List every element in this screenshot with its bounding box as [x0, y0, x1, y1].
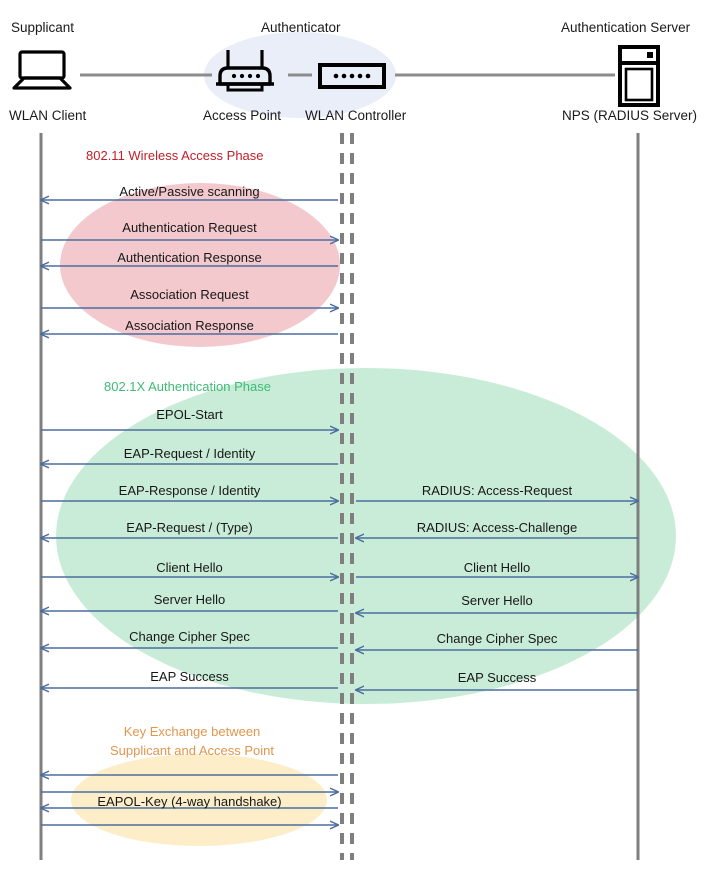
- message-label-m8: EAP-Response / Identity: [118, 483, 261, 498]
- phase-title-authentication: 802.1X Authentication Phase: [104, 379, 271, 394]
- laptop-icon: [12, 50, 72, 92]
- wireless-access-point-icon: [214, 48, 276, 94]
- key-exchange-phase-ellipse: [71, 754, 327, 846]
- message-label-m6: EPOL-Start: [156, 407, 223, 422]
- message-label-r3: Client Hello: [463, 560, 531, 575]
- server-rack-icon: [618, 45, 660, 107]
- phase-title-key-exchange-line1: Key Exchange between: [123, 724, 261, 739]
- message-label-r2: RADIUS: Access-Challenge: [416, 520, 578, 535]
- message-label-m16: EAPOL-Key (4-way handshake): [97, 794, 282, 809]
- message-label-m12: Change Cipher Spec: [129, 629, 250, 644]
- authentication-phase-ellipse: [56, 368, 676, 704]
- message-arrow-layer: [41, 200, 638, 825]
- wireless-access-phase-ellipse: [60, 183, 340, 347]
- network-switch-icon: [318, 62, 386, 90]
- message-label-r5: Change Cipher Spec: [436, 631, 558, 646]
- message-label-m2: Authentication Request: [122, 220, 257, 235]
- message-label-m5: Association Response: [125, 318, 254, 333]
- phase-title-wireless-access: 802.11 Wireless Access Phase: [86, 148, 264, 163]
- message-label-m11: Server Hello: [153, 592, 226, 607]
- phase-title-key-exchange: Key Exchange between Supplicant and Acce…: [97, 722, 287, 760]
- message-label-r1: RADIUS: Access-Request: [421, 483, 573, 498]
- actor-role-authentication-server: Authentication Server: [561, 20, 691, 35]
- message-label-r6: EAP Success: [457, 670, 537, 685]
- actor-role-supplicant: Supplicant: [11, 20, 75, 35]
- actor-name-wlan-client: WLAN Client: [9, 108, 87, 123]
- actor-role-authenticator: Authenticator: [261, 20, 341, 35]
- message-label-r4: Server Hello: [461, 593, 533, 608]
- message-label-m3: Authentication Response: [117, 250, 262, 265]
- actor-name-nps-radius-server: NPS (RADIUS Server): [562, 108, 698, 123]
- actor-name-access-point: Access Point: [203, 108, 282, 123]
- message-label-m10: Client Hello: [156, 560, 223, 575]
- message-label-m4: Association Request: [130, 287, 249, 302]
- actor-name-wlan-controller: WLAN Controller: [305, 108, 407, 123]
- message-label-m13: EAP Success: [150, 669, 229, 684]
- message-label-m1: Active/Passive scanning: [119, 184, 260, 199]
- phase-title-key-exchange-line2: Supplicant and Access Point: [109, 743, 275, 758]
- message-label-m7: EAP-Request / Identity: [123, 446, 256, 461]
- message-label-m9: EAP-Request / (Type): [126, 520, 253, 535]
